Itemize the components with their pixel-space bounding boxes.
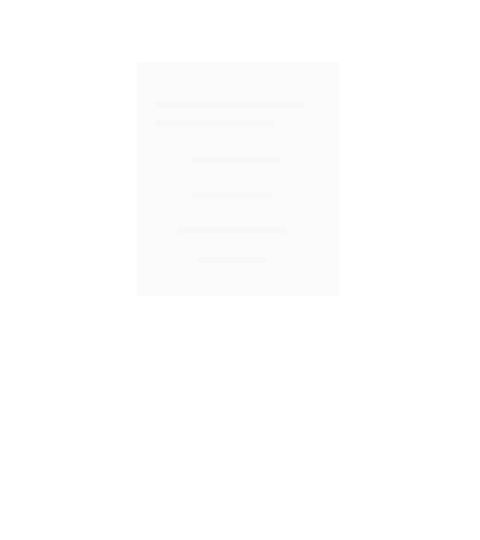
skeleton-line bbox=[155, 120, 275, 126]
skeleton-line bbox=[177, 227, 287, 233]
skeleton-line bbox=[192, 192, 272, 198]
skeleton-line bbox=[197, 257, 267, 263]
skeleton-line bbox=[192, 157, 282, 163]
skeleton-line bbox=[155, 102, 305, 108]
loading-placeholder-card bbox=[137, 62, 339, 296]
